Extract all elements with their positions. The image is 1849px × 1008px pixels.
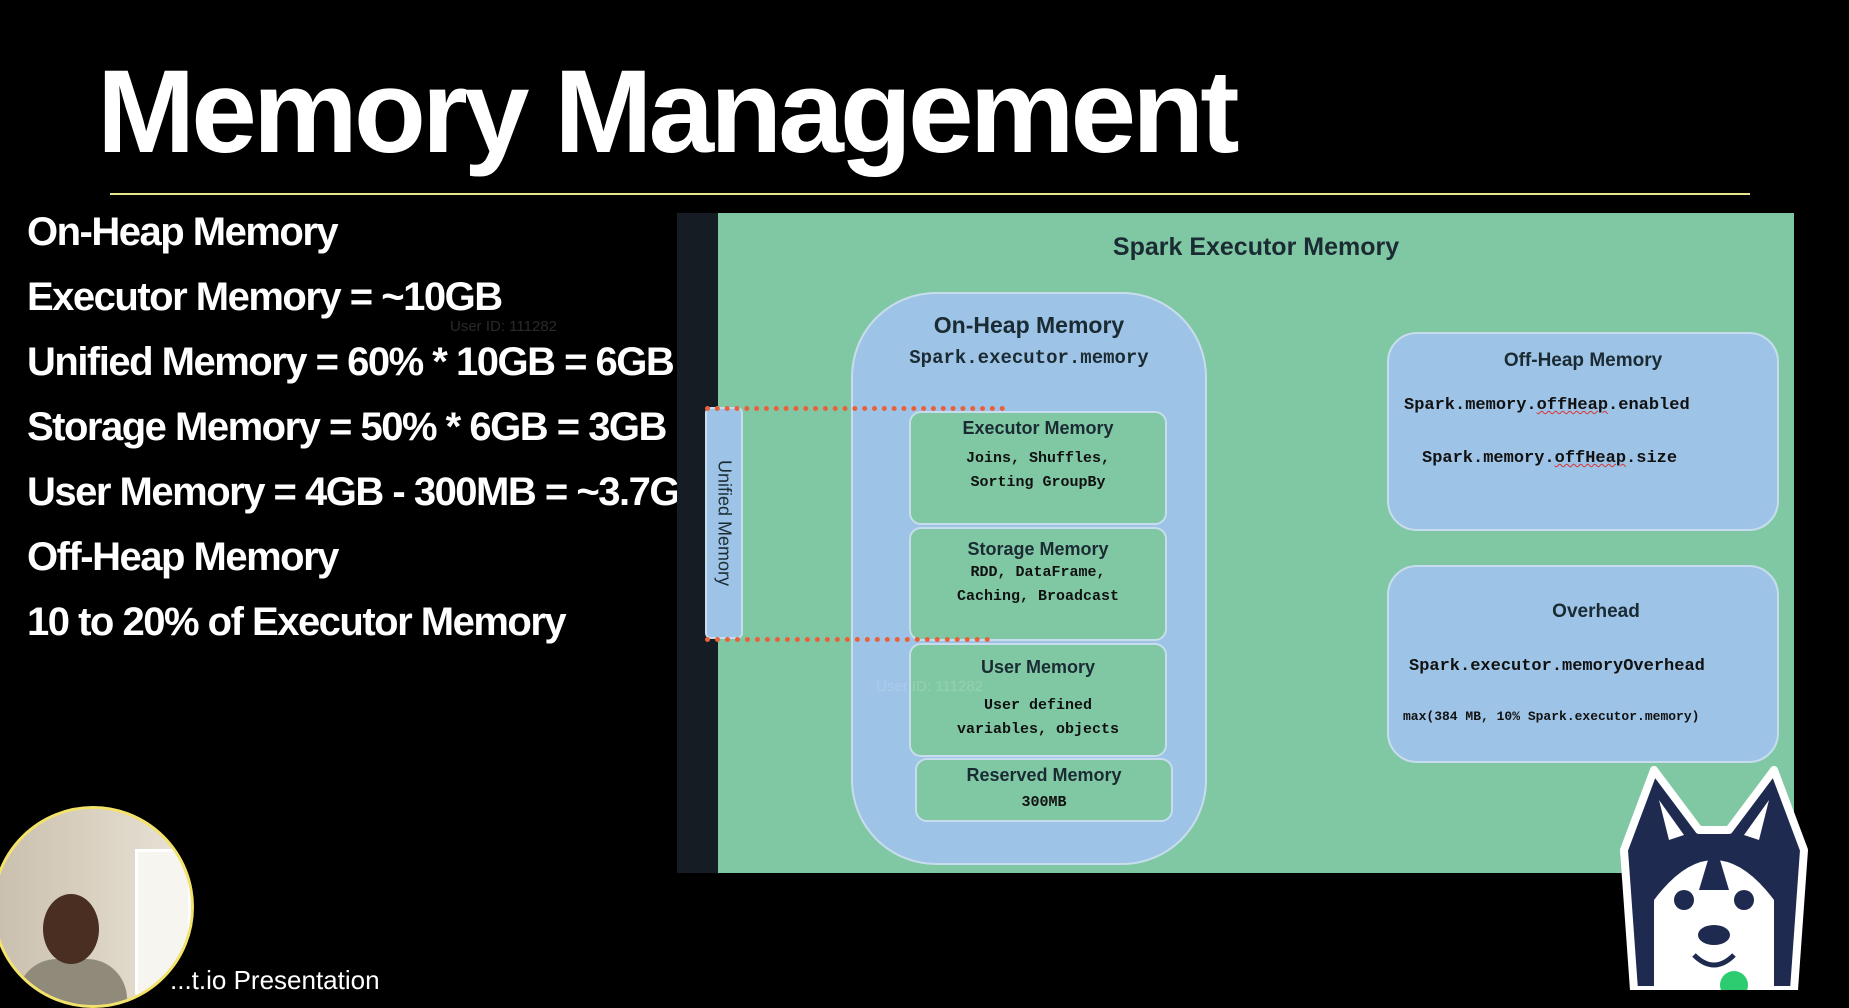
bullet-user-memory: User Memory = 4GB - 300MB = ~3.7GB — [27, 470, 708, 514]
unified-memory-tab: Unified Memory — [705, 407, 743, 639]
storage-memory-line2: Caching, Broadcast — [956, 588, 1120, 605]
on-heap-container: On-Heap Memory Spark.executor.memory Exe… — [851, 292, 1207, 865]
off-heap-size-word: offHeap — [1554, 449, 1627, 468]
executor-memory-box: Executor Memory Joins, Shuffles, Sorting… — [909, 411, 1167, 525]
overhead-config: Spark.executor.memoryOverhead — [1409, 657, 1705, 676]
off-heap-size-prefix: Spark.memory. — [1422, 449, 1555, 468]
user-memory-title: User Memory — [980, 657, 1096, 677]
bullet-off-heap-size: 10 to 20% of Executor Memory — [27, 600, 567, 644]
off-heap-size-suffix: .size — [1626, 449, 1678, 468]
bullet-storage-memory: Storage Memory = 50% * 6GB = 3GB — [27, 405, 667, 449]
off-heap-title: Off-Heap Memory — [1503, 350, 1663, 371]
overhead-formula: max(384 MB, 10% Spark.executor.memory) — [1403, 709, 1700, 724]
off-heap-box: Off-Heap Memory Spark.memory.offHeap.ena… — [1387, 332, 1779, 531]
off-heap-enabled-suffix: .enabled — [1608, 396, 1690, 415]
watermark: User ID: 111282 — [450, 318, 557, 335]
storage-memory-title: Storage Memory — [967, 539, 1109, 559]
reserved-memory-size: 300MB — [1021, 794, 1067, 811]
user-memory-line2: variables, objects — [956, 721, 1120, 738]
off-heap-enabled-config: Spark.memory.offHeap.enabled — [1404, 396, 1690, 415]
storage-memory-line1: RDD, DataFrame, — [970, 564, 1106, 581]
footer-caption: ...t.io Presentation — [170, 965, 380, 995]
user-memory-box: User Memory User defined variables, obje… — [909, 643, 1167, 757]
bullet-unified-memory: Unified Memory = 60% * 10GB = 6GB — [27, 340, 675, 384]
reserved-memory-title: Reserved Memory — [966, 765, 1122, 785]
title-divider — [110, 193, 1750, 195]
presenter-webcam — [0, 806, 194, 1008]
reserved-memory-box: Reserved Memory 300MB — [915, 758, 1173, 822]
executor-memory-line1: Joins, Shuffles, — [965, 450, 1111, 467]
user-memory-line1: User defined — [983, 697, 1093, 714]
storage-memory-box: Storage Memory RDD, DataFrame, Caching, … — [909, 527, 1167, 641]
unified-top-dotted-line — [705, 406, 1005, 411]
unified-bottom-dotted-line — [705, 637, 990, 642]
unified-memory-label: Unified Memory — [714, 459, 735, 587]
off-heap-enabled-prefix: Spark.memory. — [1404, 396, 1537, 415]
on-heap-title: On-Heap Memory — [933, 312, 1125, 338]
executor-memory-title: Executor Memory — [962, 418, 1114, 438]
overhead-box: Overhead Spark.executor.memoryOverhead m… — [1387, 565, 1779, 763]
watermark-diagram: User ID: 111282 — [876, 678, 983, 695]
diagram-canvas: Spark Executor Memory On-Heap Memory Spa… — [718, 213, 1794, 873]
husky-logo-icon — [1620, 766, 1808, 990]
slide-title: Memory Management — [97, 46, 1240, 178]
on-heap-config: Spark.executor.memory — [909, 347, 1149, 369]
off-heap-enabled-word: offHeap — [1536, 396, 1609, 415]
overhead-title: Overhead — [1552, 601, 1640, 622]
bullet-on-heap: On-Heap Memory — [27, 210, 339, 254]
diagram-title: Spark Executor Memory — [1112, 233, 1400, 261]
off-heap-size-config: Spark.memory.offHeap.size — [1422, 449, 1677, 468]
presenter-head — [43, 894, 99, 964]
executor-memory-diagram: Spark Executor Memory On-Heap Memory Spa… — [677, 213, 1794, 873]
presenter-body — [17, 959, 127, 1005]
executor-memory-line2: Sorting GroupBy — [970, 474, 1106, 491]
bullet-off-heap: Off-Heap Memory — [27, 535, 339, 579]
bullet-executor-memory: Executor Memory = ~10GB — [27, 275, 503, 319]
